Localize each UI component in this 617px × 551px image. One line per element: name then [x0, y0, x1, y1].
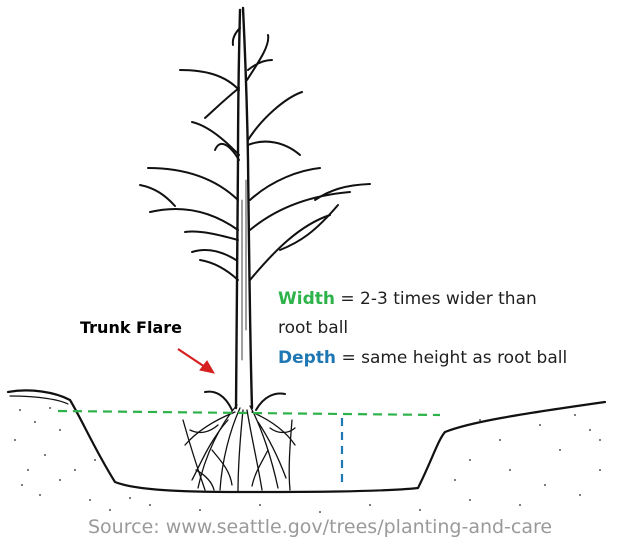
root-ball [183, 405, 295, 492]
trunk [205, 8, 285, 410]
width-description-line2: root ball [278, 320, 348, 337]
branches [140, 28, 370, 280]
depth-keyword: Depth [278, 348, 336, 368]
trunk-flare-label: Trunk Flare [80, 320, 182, 336]
trunk-flare-arrow [178, 349, 214, 373]
width-guide-line [58, 411, 440, 415]
depth-annotation: Depth = same height as root ball [278, 350, 567, 367]
source-caption: Source: www.seattle.gov/trees/planting-a… [88, 518, 552, 537]
width-keyword: Width [278, 289, 335, 309]
soil-outline [8, 390, 605, 492]
width-description-line1: = 2-3 times wider than [335, 289, 537, 309]
width-annotation: Width = 2-3 times wider than [278, 291, 537, 308]
depth-description: = same height as root ball [336, 348, 567, 368]
